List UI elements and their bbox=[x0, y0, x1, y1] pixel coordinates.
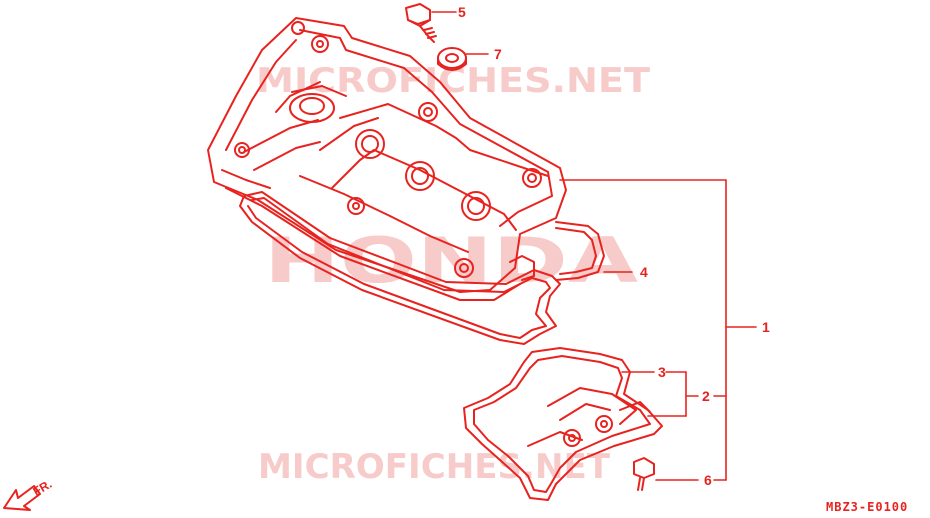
head-cover-gasket[interactable] bbox=[239, 191, 605, 345]
callout-1[interactable]: 1 bbox=[762, 319, 770, 335]
leader-lines bbox=[431, 11, 757, 481]
seal-washer[interactable] bbox=[437, 47, 467, 71]
callout-7[interactable]: 7 bbox=[494, 46, 502, 62]
separator-bolt[interactable] bbox=[633, 457, 655, 491]
callout-5[interactable]: 5 bbox=[458, 4, 466, 20]
callout-3[interactable]: 3 bbox=[658, 364, 666, 380]
cover-bolt[interactable] bbox=[405, 3, 437, 43]
front-direction-label: FR. bbox=[31, 477, 55, 499]
callout-2[interactable]: 2 bbox=[702, 388, 710, 404]
front-direction-arrow-icon: FR. bbox=[3, 477, 55, 511]
callout-6[interactable]: 6 bbox=[704, 472, 712, 488]
callout-4[interactable]: 4 bbox=[640, 264, 648, 280]
breather-separator[interactable] bbox=[463, 347, 663, 501]
cylinder-head-cover[interactable] bbox=[207, 17, 567, 301]
callout-labels: 5 7 4 1 3 2 6 bbox=[458, 4, 770, 488]
diagram-code: MBZ3-E0100 bbox=[826, 500, 908, 514]
